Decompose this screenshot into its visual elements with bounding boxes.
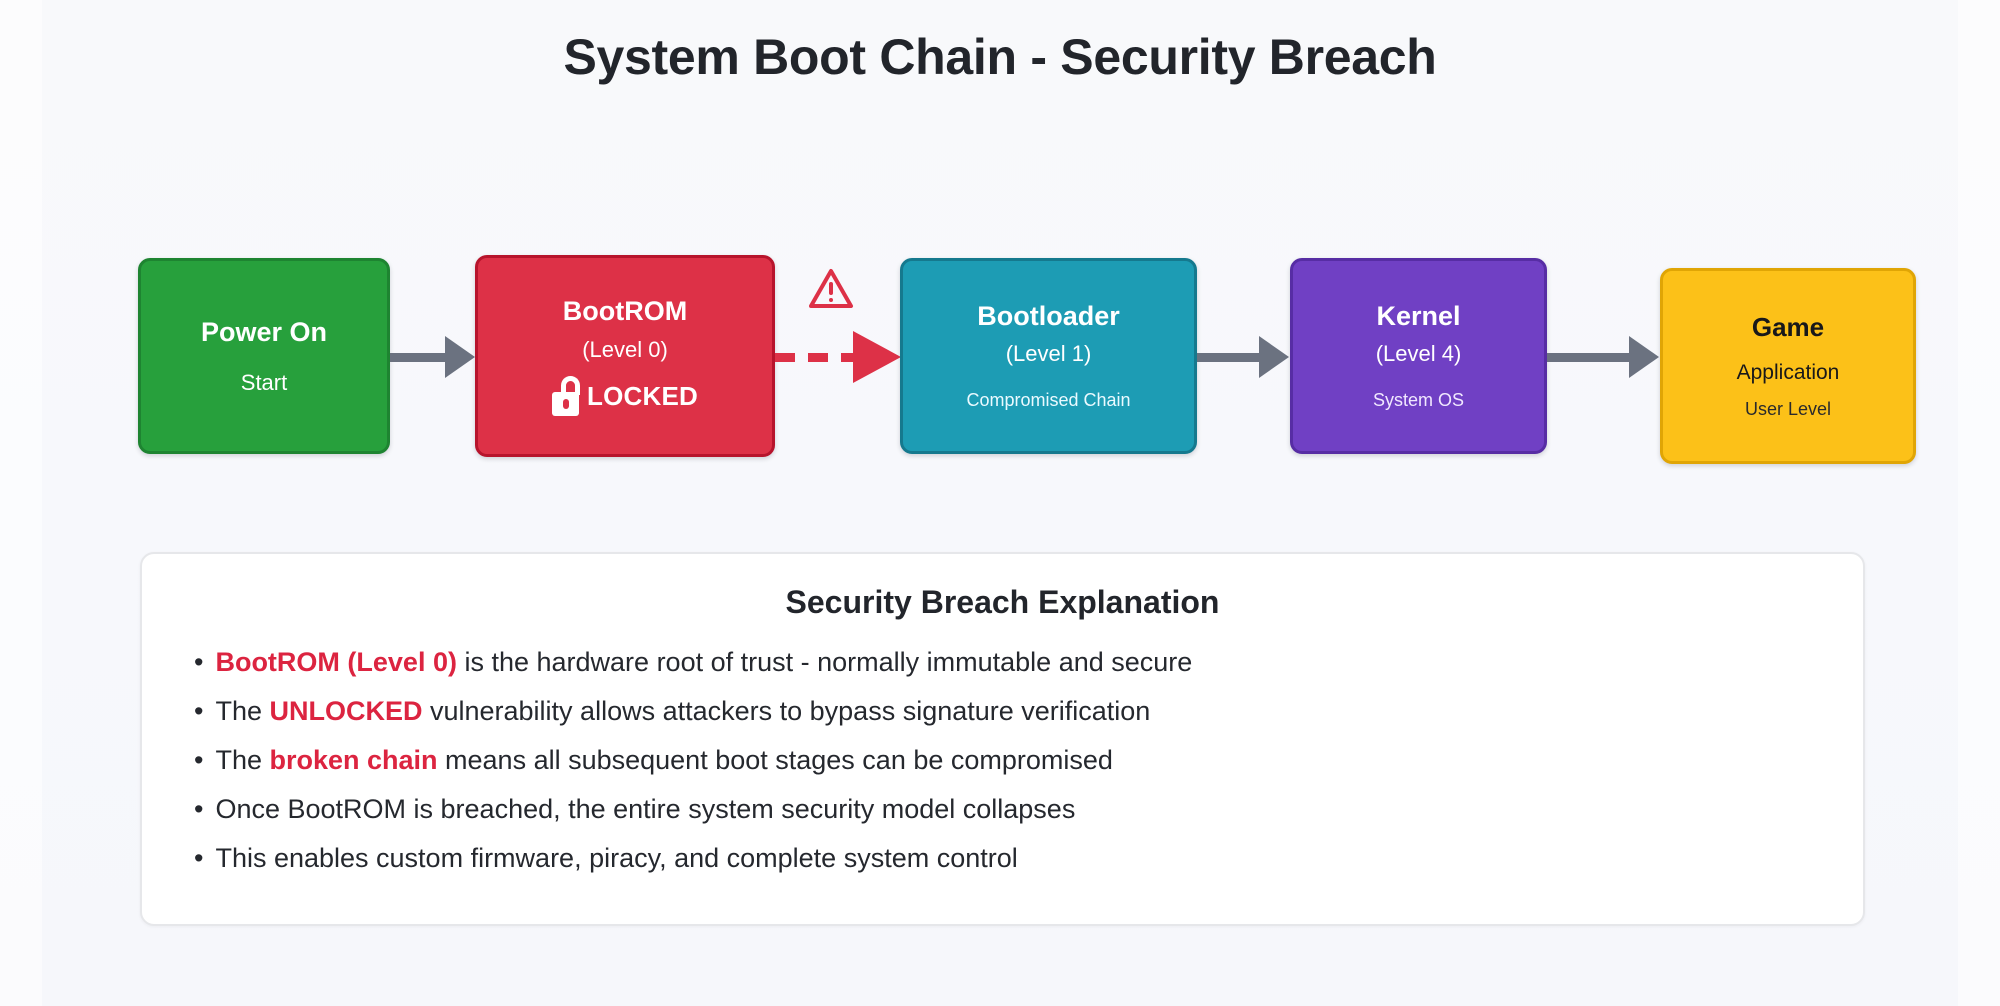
bullet-marker-icon: • xyxy=(194,696,204,726)
node-game[interactable]: Game Application User Level xyxy=(1660,268,1916,464)
bullet-body-text: vulnerability allows attackers to bypass… xyxy=(422,696,1151,726)
node-power-on-title: Power On xyxy=(200,316,328,347)
node-bootloader[interactable]: Bootloader (Level 1) Compromised Chain xyxy=(900,258,1197,454)
node-kernel-note: System OS xyxy=(1372,389,1465,410)
node-bootloader-note: Compromised Chain xyxy=(966,389,1131,410)
bullet-lead-text: The xyxy=(215,745,270,775)
explanation-bullet: • The UNLOCKED vulnerability allows attac… xyxy=(194,698,1863,747)
bullet-marker-icon: • xyxy=(194,794,204,824)
arrowhead-icon xyxy=(1629,336,1659,378)
node-power-on-subtitle: Start xyxy=(240,369,288,395)
node-game-title: Game xyxy=(1751,311,1825,342)
bullet-body-text: means all subsequent boot stages can be … xyxy=(437,745,1113,775)
panel-heading: Security Breach Explanation xyxy=(785,584,1220,620)
bullet-highlight-text: broken chain xyxy=(269,745,438,775)
bullet-highlight-text: UNLOCKED xyxy=(269,696,423,726)
arrowhead-breach-icon xyxy=(853,331,901,383)
connector-kernel-to-game xyxy=(1547,336,1659,378)
warning-triangle-icon xyxy=(809,269,853,308)
explanation-bullet: • The broken chain means all subsequent b… xyxy=(194,747,1863,796)
connector-bootloader-to-kernel xyxy=(1197,336,1289,378)
explanation-bullet: • Once BootROM is breached, the entire sy… xyxy=(194,796,1863,845)
node-kernel[interactable]: Kernel (Level 4) System OS xyxy=(1290,258,1547,454)
node-bootloader-title: Bootloader xyxy=(977,301,1120,332)
security-breach-explanation-panel: Security Breach Explanation • BootROM (Le… xyxy=(140,552,1865,926)
bullet-lead-text: The xyxy=(215,696,270,726)
node-bootrom-title: BootROM xyxy=(562,295,688,326)
bootrom-lock-badge: LOCKED xyxy=(552,376,698,417)
connector-shaft xyxy=(390,352,445,362)
arrowhead-icon xyxy=(1259,336,1289,378)
boot-chain-flow: Power On Start BootROM (Level 0) LOCKED xyxy=(130,250,1920,464)
connector-dashed-shaft xyxy=(775,352,853,362)
bullet-marker-icon: • xyxy=(194,647,204,677)
node-kernel-title: Kernel xyxy=(1376,301,1461,332)
explanation-bullet-list: • BootROM (Level 0) is the hardware root … xyxy=(194,649,1863,894)
bullet-marker-icon: • xyxy=(194,843,204,873)
bullet-marker-icon: • xyxy=(194,745,204,775)
node-bootrom[interactable]: BootROM (Level 0) LOCKED xyxy=(475,255,775,457)
connector-shaft xyxy=(1547,352,1629,362)
arrowhead-icon xyxy=(445,336,475,378)
node-bootrom-subtitle: (Level 0) xyxy=(582,336,668,362)
page-title: System Boot Chain - Security Breach xyxy=(563,29,1437,85)
connector-power-to-bootrom xyxy=(390,336,475,378)
bootrom-lock-label: LOCKED xyxy=(587,380,698,411)
node-game-subtitle: Application xyxy=(1736,360,1840,384)
node-power-on[interactable]: Power On Start xyxy=(138,258,390,454)
node-kernel-subtitle: (Level 4) xyxy=(1375,340,1462,366)
explanation-bullet: • BootROM (Level 0) is the hardware root … xyxy=(194,649,1863,698)
connector-shaft xyxy=(1197,352,1259,362)
explanation-bullet: • This enables custom firmware, piracy, a… xyxy=(194,845,1863,894)
page-right-edge xyxy=(1958,0,2000,1006)
page-left-edge xyxy=(0,0,42,1006)
bullet-body-text: is the hardware root of trust - normally… xyxy=(456,647,1193,677)
unlocked-padlock-icon xyxy=(552,376,586,417)
bullet-body-text: This enables custom firmware, piracy, an… xyxy=(215,843,1018,873)
node-game-note: User Level xyxy=(1744,398,1832,419)
node-bootloader-subtitle: (Level 1) xyxy=(1005,340,1092,366)
bullet-highlight-text: BootROM (Level 0) xyxy=(215,647,457,677)
connector-bootrom-to-bootloader-broken xyxy=(775,331,903,383)
bullet-body-text: Once BootROM is breached, the entire sys… xyxy=(215,794,1076,824)
